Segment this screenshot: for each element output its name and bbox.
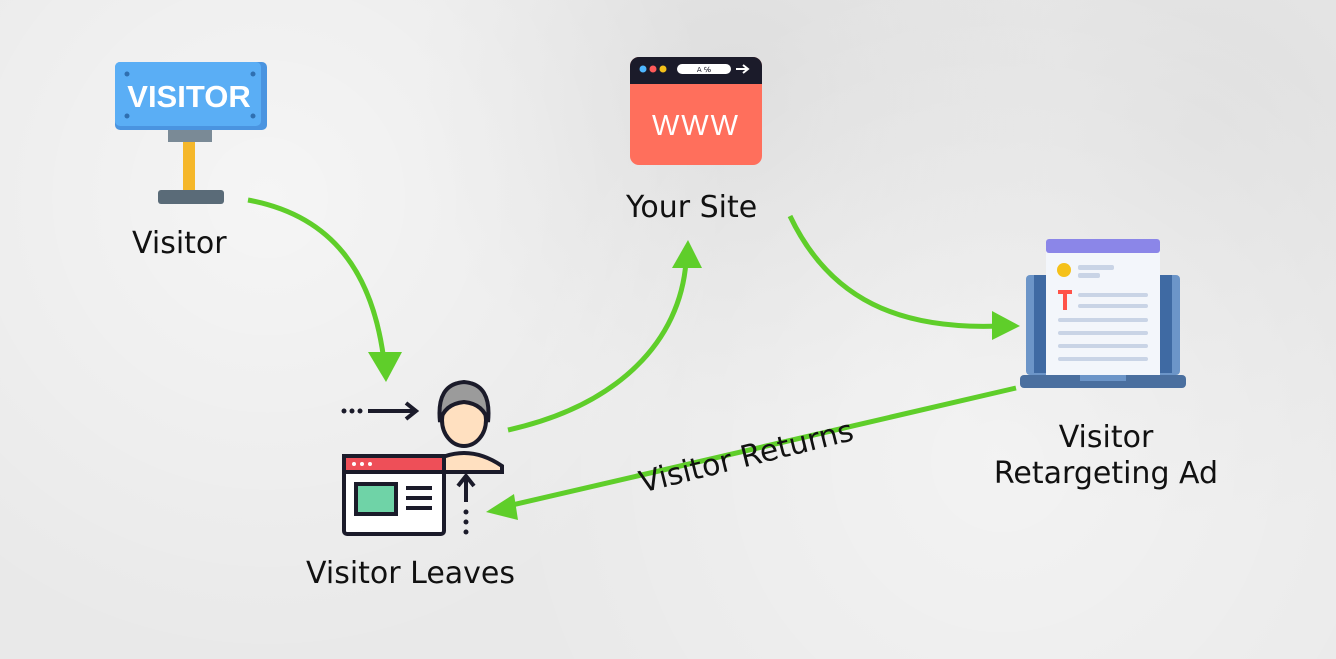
visitor-sign-icon: VISITOR (115, 62, 267, 204)
arrowhead-site-to-ad (992, 311, 1020, 340)
retargeting-ad-label-line1: Visitor (1058, 420, 1154, 455)
visitor-leaves-icon (341, 379, 504, 536)
retargeting-ad-label-line2: Retargeting Ad (993, 456, 1219, 491)
www-banner-text: WWW (652, 110, 740, 142)
address-bar-text: A ℅ (697, 66, 711, 74)
visitor-leaves-label: Visitor Leaves (306, 556, 516, 591)
website-browser-icon: A ℅ WWW (630, 57, 762, 165)
arrow-visitor-to-leaves (247, 197, 388, 371)
retargeting-ad-laptop-icon (1020, 239, 1186, 388)
visitor-label: Visitor (132, 226, 227, 261)
retargeting-ad-label: Visitor Retargeting Ad (976, 420, 1236, 492)
arrow-site-to-ad (787, 214, 1001, 329)
your-site-label: Your Site (626, 190, 758, 225)
visitor-sign-text: VISITOR (127, 79, 250, 114)
arrowhead-visitor-to-leaves (368, 352, 402, 382)
arrow-ad-to-leaves (507, 385, 1017, 509)
arrowhead-ad-to-leaves (486, 494, 518, 520)
arrow-leaves-to-site (507, 261, 689, 433)
arrowhead-leaves-to-site (672, 240, 702, 268)
